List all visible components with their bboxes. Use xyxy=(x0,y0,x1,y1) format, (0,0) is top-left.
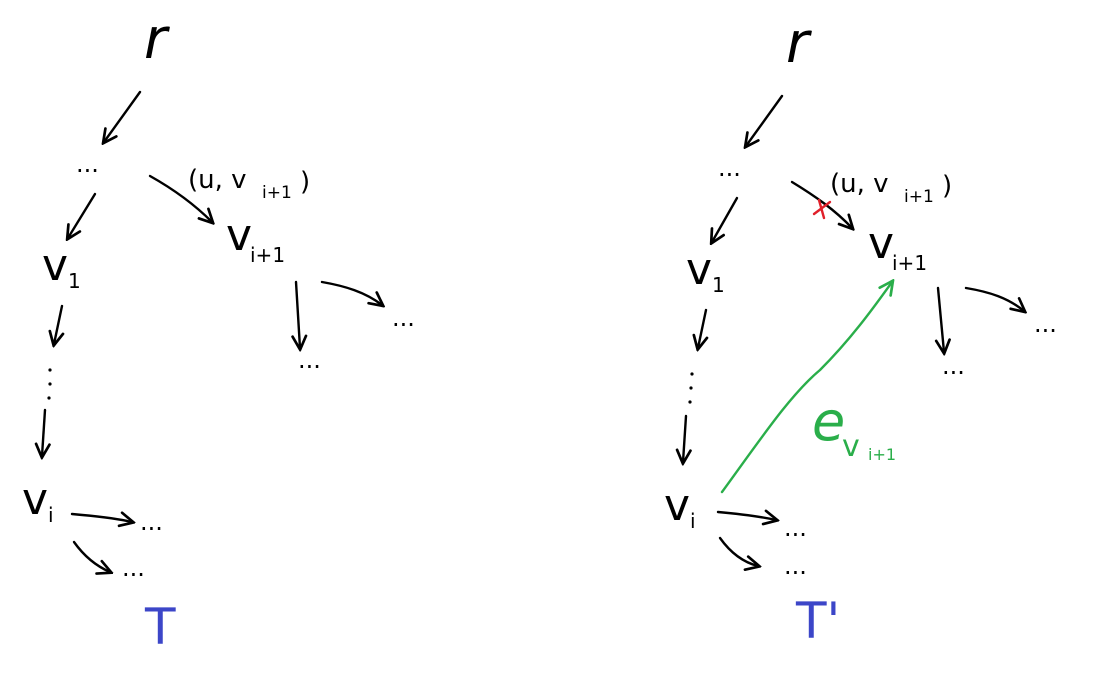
left-edge-vi-child1 xyxy=(70,514,132,522)
right-edge-to-vi xyxy=(683,414,686,462)
left-ellipsis-vi1-down: ... xyxy=(298,346,321,374)
right-edge-v1-down xyxy=(698,308,706,348)
right-edge-root xyxy=(746,94,784,146)
left-root-label: r xyxy=(144,7,170,72)
right-tree: r ... (u, v i+1 ) v i+1 ... ... v 1 xyxy=(664,11,1057,650)
right-node-v1: v 1 xyxy=(686,244,725,297)
right-edge-vi-child1 xyxy=(716,512,776,520)
svg-text:e: e xyxy=(812,390,845,453)
svg-text:i+1: i+1 xyxy=(250,243,285,267)
left-node-vi: v i xyxy=(22,474,54,527)
right-edge-vi1-child2 xyxy=(964,286,1024,311)
svg-text:i: i xyxy=(690,509,696,533)
left-edge-v1-down xyxy=(54,304,62,344)
left-ellipsis-vi-down: ... xyxy=(122,554,145,582)
left-node-vi1: v i+1 xyxy=(226,210,285,267)
left-edge-label: (u, v i+1 ) xyxy=(188,165,310,203)
left-edge-vi-child2 xyxy=(72,540,110,572)
left-edge-to-vi xyxy=(42,408,45,456)
right-ellipsis-vi1-down: ... xyxy=(942,352,965,380)
left-edge-vi1-child1 xyxy=(296,280,300,348)
left-edge-root xyxy=(104,90,142,142)
right-edge-vi1-child1 xyxy=(938,286,944,352)
right-edge-vi-child2 xyxy=(718,536,758,566)
right-ellipsis-top: ... xyxy=(718,154,741,182)
svg-text:1: 1 xyxy=(68,269,81,293)
svg-text:v: v xyxy=(42,240,68,291)
svg-text:1: 1 xyxy=(712,273,725,297)
new-edge-arrow xyxy=(720,282,892,494)
svg-text:v: v xyxy=(226,210,252,261)
left-tree-name: T xyxy=(144,598,176,656)
left-tree: r ... (u, v i+1 ) v i+1 ... ... v 1 v xyxy=(22,7,415,656)
new-edge-label: e v i+1 xyxy=(812,390,896,464)
svg-text:v: v xyxy=(868,218,894,269)
left-edge-to-v1 xyxy=(68,192,97,238)
left-vertical-dots xyxy=(47,368,52,400)
right-edge-label: (u, v i+1 ) xyxy=(830,169,952,207)
left-edge-label-sub: i+1 xyxy=(262,183,292,203)
left-edge-label-close: ) xyxy=(300,167,310,197)
svg-text:v: v xyxy=(686,244,712,295)
svg-text:i: i xyxy=(48,503,54,527)
left-ellipsis-vi1-right: ... xyxy=(392,304,415,332)
removed-edge-mark xyxy=(812,198,832,220)
left-ellipsis-vi-right: ... xyxy=(140,508,163,536)
svg-text:i+1: i+1 xyxy=(868,445,896,464)
right-vertical-dots xyxy=(688,372,694,404)
right-root-label: r xyxy=(786,11,812,76)
svg-text:i+1: i+1 xyxy=(892,251,927,275)
left-edge-vi1-child2 xyxy=(320,280,382,305)
right-ellipsis-vi-down: ... xyxy=(784,552,807,580)
right-edge-to-v1 xyxy=(712,196,739,242)
left-node-v1: v 1 xyxy=(42,240,81,293)
svg-text:v: v xyxy=(842,429,860,464)
right-ellipsis-vi-right: ... xyxy=(784,514,807,542)
left-edge-u-vi1 xyxy=(148,174,212,222)
right-node-vi1: v i+1 xyxy=(868,218,927,275)
right-tree-name: T' xyxy=(795,592,840,650)
right-edge-u-vi1 xyxy=(790,180,852,228)
right-node-vi: v i xyxy=(664,480,696,533)
right-edge-label-close: ) xyxy=(942,171,952,201)
svg-text:v: v xyxy=(664,480,690,531)
right-edge-label-sub: i+1 xyxy=(904,187,934,207)
left-ellipsis-top: ... xyxy=(76,150,99,178)
right-edge-label-main: (u, v xyxy=(830,169,889,199)
right-ellipsis-vi1-right: ... xyxy=(1034,310,1057,338)
svg-text:v: v xyxy=(22,474,48,525)
left-edge-label-main: (u, v xyxy=(188,165,247,195)
